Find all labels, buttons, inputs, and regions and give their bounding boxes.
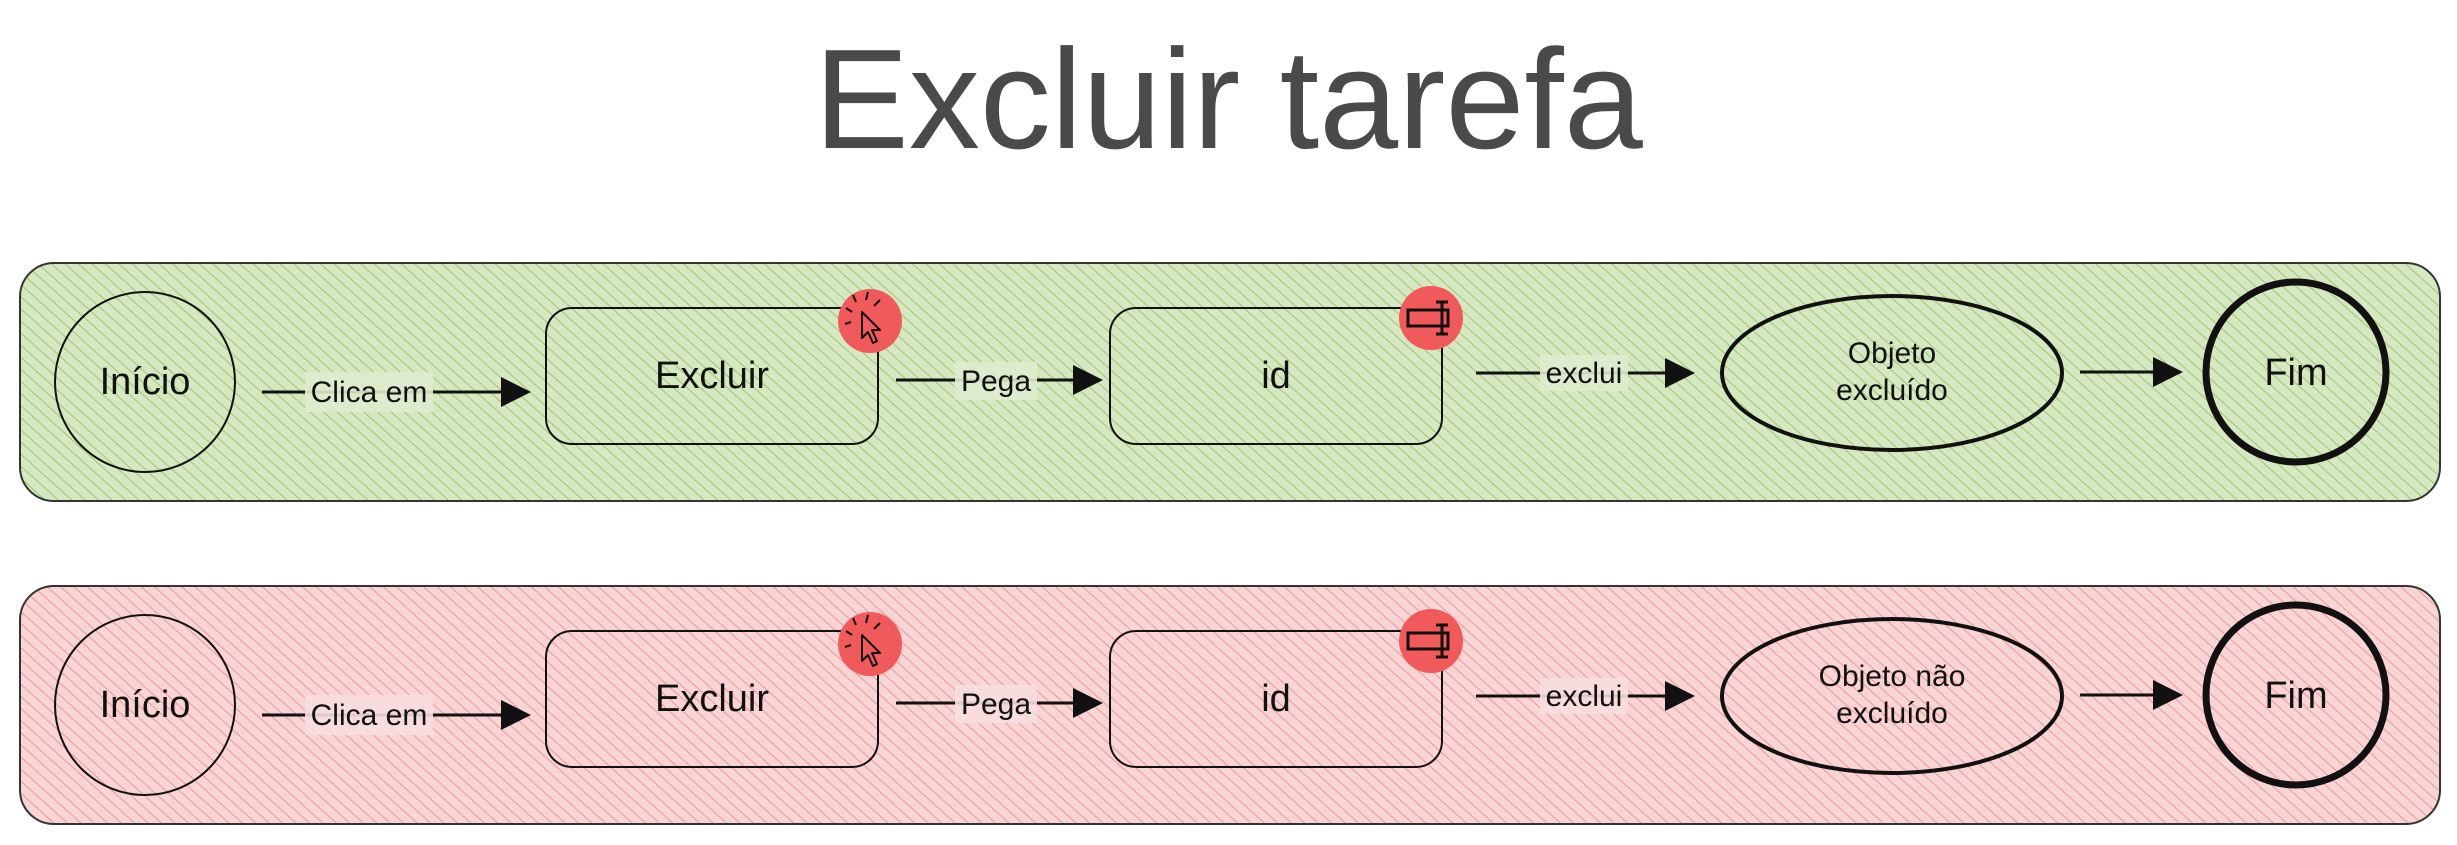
- edge-get: Pega: [896, 685, 1103, 723]
- result-label-line1: Objeto não: [1819, 660, 1966, 693]
- action-node: Excluir: [545, 307, 879, 445]
- edge-delete-label: exclui: [1546, 680, 1623, 713]
- edge-click-label: Clica em: [311, 376, 428, 409]
- result-node: Objeto não excluído: [1720, 617, 2064, 775]
- edge-delete: exclui: [1476, 678, 1695, 714]
- page-title: Excluir tarefa: [814, 20, 1643, 179]
- start-label: Início: [100, 684, 191, 726]
- edge-click: Clica em: [262, 372, 531, 412]
- action-node: Excluir: [545, 630, 879, 768]
- result-label-line2: excluído: [1836, 374, 1948, 407]
- edge-get-label: Pega: [961, 688, 1031, 721]
- result-node: Objeto excluído: [1720, 294, 2064, 452]
- action-label: Excluir: [655, 355, 769, 397]
- field-label: id: [1261, 678, 1291, 720]
- result-label-line1: Objeto: [1848, 337, 1936, 370]
- field-node: id: [1109, 307, 1443, 445]
- start-node: Início: [54, 614, 236, 796]
- edge-get-label: Pega: [961, 365, 1031, 398]
- edge-click-label: Clica em: [311, 699, 428, 732]
- text-input-icon: [1399, 286, 1463, 350]
- lane-background: [19, 262, 2441, 502]
- start-node: Início: [54, 291, 236, 473]
- edge-delete: exclui: [1476, 355, 1695, 391]
- cursor-click-icon: [838, 612, 902, 676]
- text-input-icon: [1399, 609, 1463, 673]
- end-node: Fim: [2202, 278, 2390, 466]
- end-label: Fim: [2264, 352, 2327, 394]
- action-label: Excluir: [655, 678, 769, 720]
- edge-get: Pega: [896, 362, 1103, 400]
- cursor-click-icon: [838, 289, 902, 353]
- field-node: id: [1109, 630, 1443, 768]
- start-label: Início: [100, 361, 191, 403]
- end-node: Fim: [2202, 601, 2390, 789]
- result-label-line2: excluído: [1836, 697, 1948, 730]
- edge-click: Clica em: [262, 695, 531, 735]
- field-label: id: [1261, 355, 1291, 397]
- end-label: Fim: [2264, 675, 2327, 717]
- lane-background: [19, 585, 2441, 825]
- success-flow-lane: Início Clica em Excluir Pega id: [19, 262, 2441, 502]
- edge-delete-label: exclui: [1546, 357, 1623, 390]
- failure-flow-lane: Início Clica em Excluir Pega id: [19, 585, 2441, 825]
